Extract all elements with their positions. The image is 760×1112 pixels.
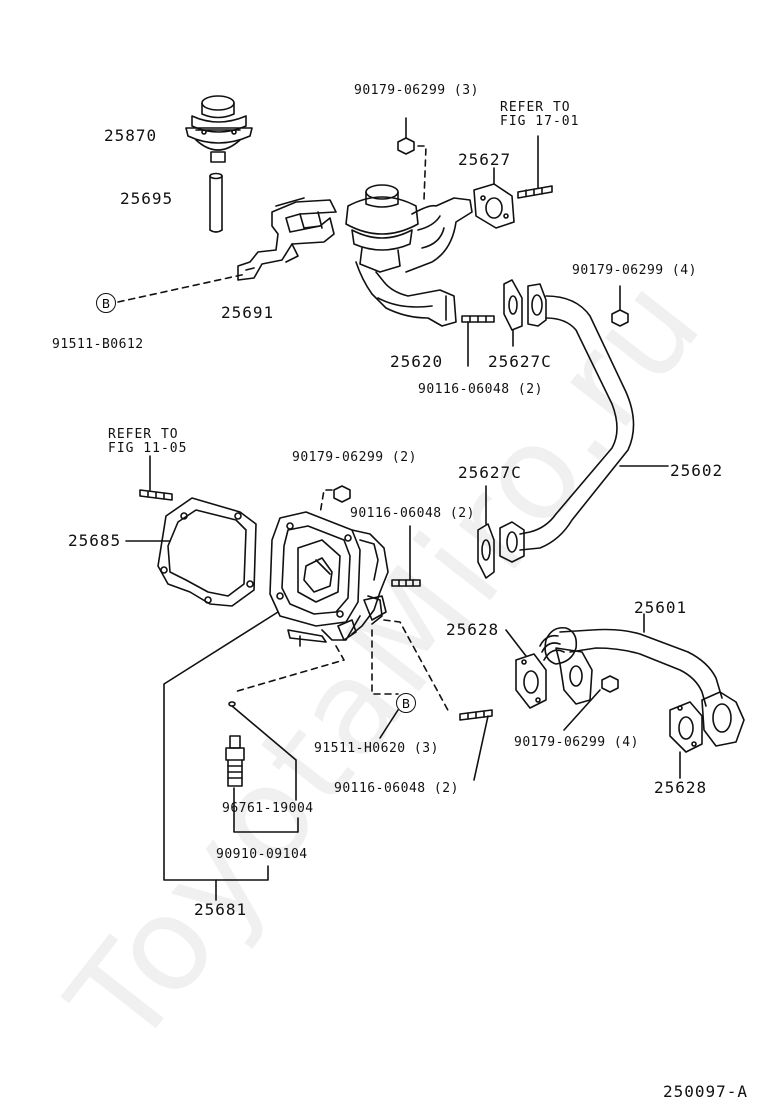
part-number-label: 25620: [390, 352, 444, 371]
part-number-label: 25870: [104, 126, 158, 145]
part-number-label: 25602: [670, 461, 724, 480]
part-number-label: 25695: [120, 189, 174, 208]
part-number-label: 25601: [634, 598, 688, 617]
nut-90179-mid-drawing: [319, 485, 351, 515]
part-number-label: 91511-B0612: [52, 337, 144, 352]
refer-to-label: REFER TO FIG 17-01: [500, 100, 580, 129]
part-number-label: 90179-06299 (4): [514, 735, 639, 750]
gasket-25685-drawing: [125, 497, 257, 607]
nut-90179-low-drawing: [563, 675, 619, 731]
part-number-label: 25628: [446, 620, 500, 639]
part-number-label: 90179-06299 (3): [354, 83, 479, 98]
part-number-label: 90910-09104: [216, 847, 308, 862]
sensor-drawing: [225, 735, 245, 787]
part-number-label: 25681: [194, 900, 248, 919]
part-number-label: 25628: [654, 778, 708, 797]
drawing-number: 250097-A: [662, 1082, 748, 1101]
vacuum-hose-drawing: [209, 172, 223, 233]
part-number-label: 25627C: [488, 352, 552, 371]
part-number-label: 25627: [458, 150, 512, 169]
part-number-label: 25691: [221, 303, 275, 322]
circle-marker-b: B: [396, 693, 416, 713]
part-number-label: 25627C: [458, 463, 522, 482]
refer-to-label: REFER TO FIG 11-05: [108, 427, 188, 456]
egr-valve-drawing: [345, 184, 473, 327]
stud-90116-low-drawing: [459, 709, 493, 781]
egr-pipe-25602-drawing: [499, 283, 669, 563]
part-number-label: 90179-06299 (4): [572, 263, 697, 278]
egr-vacuum-modulator-drawing: [185, 95, 253, 163]
gasket-25627-drawing: [473, 167, 515, 229]
nut-90179-top-drawing: [397, 117, 427, 201]
part-number-label: 90179-06299 (2): [292, 450, 417, 465]
stud-refer-17-01-drawing: [517, 135, 553, 199]
part-number-label: 96761-19004: [222, 801, 314, 816]
stud-90116-top-drawing: [461, 315, 495, 367]
circle-marker-b: B: [96, 293, 116, 313]
gasket-25628-b-drawing: [669, 701, 703, 779]
gasket-25628-a-drawing: [505, 629, 547, 709]
throttle-body-drawing: [269, 511, 389, 647]
bracket-drawing: [237, 197, 337, 281]
stud-90116-mid-drawing: [391, 525, 421, 587]
part-number-label: 90116-06048 (2): [334, 781, 459, 796]
gasket-25627c-mid-drawing: [477, 485, 495, 579]
part-number-label: 90116-06048 (2): [418, 382, 543, 397]
egr-pipe-25601-drawing: [539, 613, 745, 747]
stud-refer-11-05-drawing: [139, 455, 173, 501]
nut-90179-right-drawing: [611, 285, 629, 327]
gasket-25627c-top-drawing: [503, 279, 523, 347]
part-number-label: 91511-H0620 (3): [314, 741, 439, 756]
part-number-label: 25685: [68, 531, 122, 550]
part-number-label: 90116-06048 (2): [350, 506, 475, 521]
